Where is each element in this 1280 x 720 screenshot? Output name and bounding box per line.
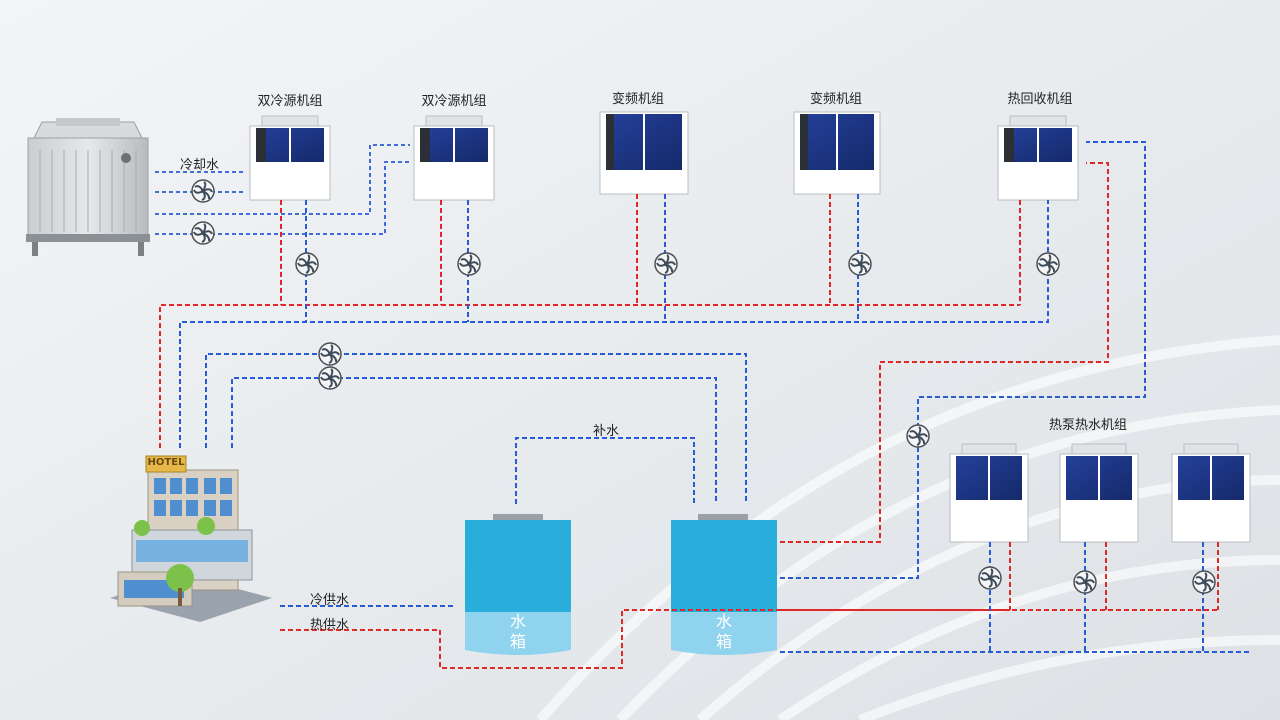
ac-unit-2 (413, 115, 495, 201)
heat-pump-unit-1 (949, 443, 1029, 543)
pump-icon (457, 252, 481, 276)
ac-unit-3 (599, 111, 689, 195)
ac-unit-1 (249, 115, 331, 201)
pump-icon (1036, 252, 1060, 276)
tank-2-label: 水 箱 (674, 612, 774, 652)
pump-icon (191, 221, 215, 245)
water-tank-1 (465, 514, 571, 655)
cold-supply-label: 冷供水 (310, 593, 350, 608)
pump-icon (295, 252, 319, 276)
tank-1-line1: 水 (509, 612, 526, 631)
pump-icon (906, 424, 930, 448)
ac-unit-5 (997, 115, 1079, 201)
ac-unit-4 (793, 111, 881, 195)
cooling-tower (26, 118, 150, 256)
unit5-label: 热回收机组 (1007, 92, 1073, 107)
unit1-label: 双冷源机组 (257, 94, 323, 109)
hot-supply-label: 热供水 (310, 618, 350, 633)
cooling-water-label: 冷却水 (180, 158, 220, 173)
tank-1-label: 水 箱 (468, 612, 568, 652)
heat-pump-unit-3 (1171, 443, 1251, 543)
heat-pump-unit-2 (1059, 443, 1139, 543)
unit2-label: 双冷源机组 (421, 94, 487, 109)
water-tank-2 (671, 514, 777, 655)
hotel-sign: HOTEL (147, 457, 185, 468)
pump-icon (978, 566, 1002, 590)
hotel-building (110, 455, 272, 622)
tank-2-line2: 箱 (715, 632, 732, 651)
pump-icon (848, 252, 872, 276)
pump-icon (318, 342, 342, 366)
makeup-water-label: 补水 (592, 424, 620, 439)
pump-icon (318, 366, 342, 390)
pump-icon (654, 252, 678, 276)
heatpump-group-label: 热泵热水机组 (1048, 418, 1128, 433)
tank-1-line2: 箱 (509, 632, 526, 651)
tank-2-line1: 水 (715, 612, 732, 631)
unit4-label: 变频机组 (809, 92, 863, 107)
pump-icon (191, 179, 215, 203)
hot-water-lines (159, 162, 1219, 669)
pump-icon (1192, 570, 1216, 594)
pump-icon (1073, 570, 1097, 594)
unit3-label: 变频机组 (611, 92, 665, 107)
